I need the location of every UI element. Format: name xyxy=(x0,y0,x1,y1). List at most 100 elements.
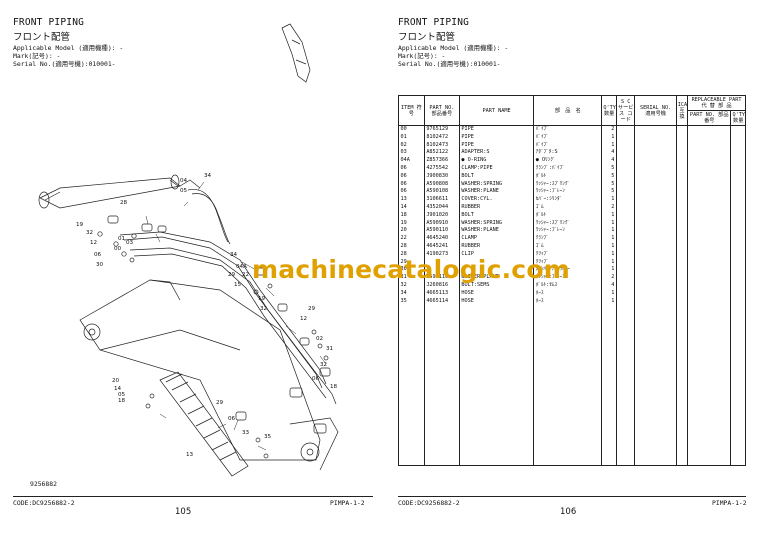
cell-rep-part-no xyxy=(687,258,732,267)
cell-qty: 1 xyxy=(601,196,617,204)
cell-sc xyxy=(615,172,636,181)
cell-item: 02 xyxy=(398,141,425,150)
cell-item: 19 xyxy=(398,219,425,228)
inset-arm-drawing xyxy=(281,23,311,83)
cell-sc xyxy=(615,258,636,267)
cell-serial-no xyxy=(634,266,677,275)
cell-part-name: HOSE xyxy=(458,289,535,298)
empty-cell xyxy=(601,305,617,467)
callout-34-b: 34 xyxy=(230,252,238,258)
cell-part-no: 4665114 xyxy=(423,297,460,306)
cell-qty: 5 xyxy=(601,188,617,197)
callout-12-b: 12 xyxy=(300,316,307,322)
cell-ica xyxy=(675,235,689,243)
callout-20: 20 xyxy=(112,378,120,384)
cell-qty: 1 xyxy=(601,242,617,251)
cell-sc xyxy=(615,219,636,228)
callout-18: 18 xyxy=(330,384,338,390)
cell-sc xyxy=(615,149,636,158)
cell-jp-name: ● Oﾘﾝｸﾞ xyxy=(533,157,603,165)
cell-part-name xyxy=(458,266,535,275)
cell-jp-name: ﾜｯｼｬｰ:ﾌﾟﾚｰﾝ xyxy=(533,188,603,197)
cell-item: 06 xyxy=(398,172,425,181)
cell-part-name: WASHER:PLANE xyxy=(458,188,535,197)
cell-jp-name: ｶﾊﾞｰ:ｼﾘﾝﾀﾞ xyxy=(533,196,603,204)
col-part-name: PART NAME xyxy=(458,95,535,126)
right-section-code: PIMPA-1-2 xyxy=(712,499,747,507)
right-footer-rule xyxy=(398,496,746,497)
left-page-number: 105 xyxy=(175,507,192,517)
cell-serial-no xyxy=(634,188,677,197)
empty-cell xyxy=(423,305,460,467)
cell-item: 35 xyxy=(398,297,425,306)
cell-part-no: 4645240 xyxy=(423,235,460,243)
empty-cell xyxy=(730,305,746,467)
empty-cell xyxy=(458,305,535,467)
cell-part-name: ● O-RING xyxy=(458,157,535,165)
cell-ica xyxy=(675,172,689,181)
cell-item: 28 xyxy=(398,242,425,251)
cell-qty: 1 xyxy=(601,141,617,150)
cell-item: 22 xyxy=(398,235,425,243)
cell-sc xyxy=(615,157,636,165)
left-applicable-model: Applicable Model (適用機種): - xyxy=(13,44,124,52)
cell-part-no: 8102473 xyxy=(423,141,460,150)
cell-item: 06 xyxy=(398,164,425,173)
cell-sc xyxy=(615,141,636,150)
cell-jp-name: ﾜｯｼｬｰ:ｽﾌﾟﾘﾝｸﾞ xyxy=(533,180,603,189)
empty-cell xyxy=(398,305,425,467)
cell-rep-qty xyxy=(730,157,746,165)
cell-part-no: 9765129 xyxy=(423,125,460,134)
front-piping-exploded-diagram: 34 04 05 28 19 32 12 03 06 00 01 30 34 0… xyxy=(38,23,339,477)
cell-part-no: 4665113 xyxy=(423,289,460,298)
cell-qty: 1 xyxy=(601,258,617,267)
callout-32: 32 xyxy=(86,230,93,236)
cell-rep-qty xyxy=(730,133,746,142)
cell-item: 03 xyxy=(398,149,425,158)
cell-sc xyxy=(615,289,636,298)
callout-15: 15 xyxy=(234,282,242,288)
cell-qty: 5 xyxy=(601,164,617,173)
cell-serial-no xyxy=(634,274,677,282)
empty-cell xyxy=(615,305,636,467)
left-section-code: PIMPA-1-2 xyxy=(330,499,365,507)
cell-ica xyxy=(675,157,689,165)
cell-rep-qty xyxy=(730,180,746,189)
callout-04a: 04A xyxy=(236,264,247,270)
leader-lines xyxy=(145,181,327,451)
callout-30: 30 xyxy=(96,262,104,268)
right-page-number: 106 xyxy=(560,507,577,517)
cell-rep-part-no xyxy=(687,242,732,251)
cell-part-name: RUBBER xyxy=(458,203,535,212)
watermark-text: machinecatalogic.com xyxy=(252,255,570,284)
cell-rep-qty xyxy=(730,141,746,150)
cell-ica xyxy=(675,258,689,267)
cell-item: 06 xyxy=(398,180,425,189)
cell-jp-name: ｸﾗﾝﾌﾟ:ﾊﾟｲﾌﾟ xyxy=(533,164,603,173)
callout-22: 22 xyxy=(242,272,249,278)
cell-sc xyxy=(615,188,636,197)
cell-rep-qty xyxy=(730,196,746,204)
cell-rep-part-no xyxy=(687,211,732,220)
cell-part-no: 3106611 xyxy=(423,196,460,204)
cell-part-name: ADAPTER:S xyxy=(458,149,535,158)
cell-rep-part-no xyxy=(687,250,732,259)
right-code: CODE:DC9256882-2 xyxy=(398,499,460,507)
left-page-title: FRONT PIPING xyxy=(13,17,85,28)
cell-part-name: PIPE xyxy=(458,125,535,134)
col-replaceable: REPLACEABLE PART 代 替 部 品 xyxy=(687,95,746,111)
cell-part-no: J901020 xyxy=(423,211,460,220)
cell-item: 18 xyxy=(398,211,425,220)
callout-19-b: 19 xyxy=(258,296,266,302)
cell-part-name: WASHER:SPRING xyxy=(458,180,535,189)
cell-part-name: WASHER:PLANE xyxy=(458,274,535,282)
empty-cell xyxy=(634,305,677,467)
cell-ica xyxy=(675,274,689,282)
callout-28-a: 28 xyxy=(120,200,128,206)
cell-ica xyxy=(675,266,689,275)
cell-rep-qty xyxy=(730,258,746,267)
cell-qty: 1 xyxy=(601,211,617,220)
